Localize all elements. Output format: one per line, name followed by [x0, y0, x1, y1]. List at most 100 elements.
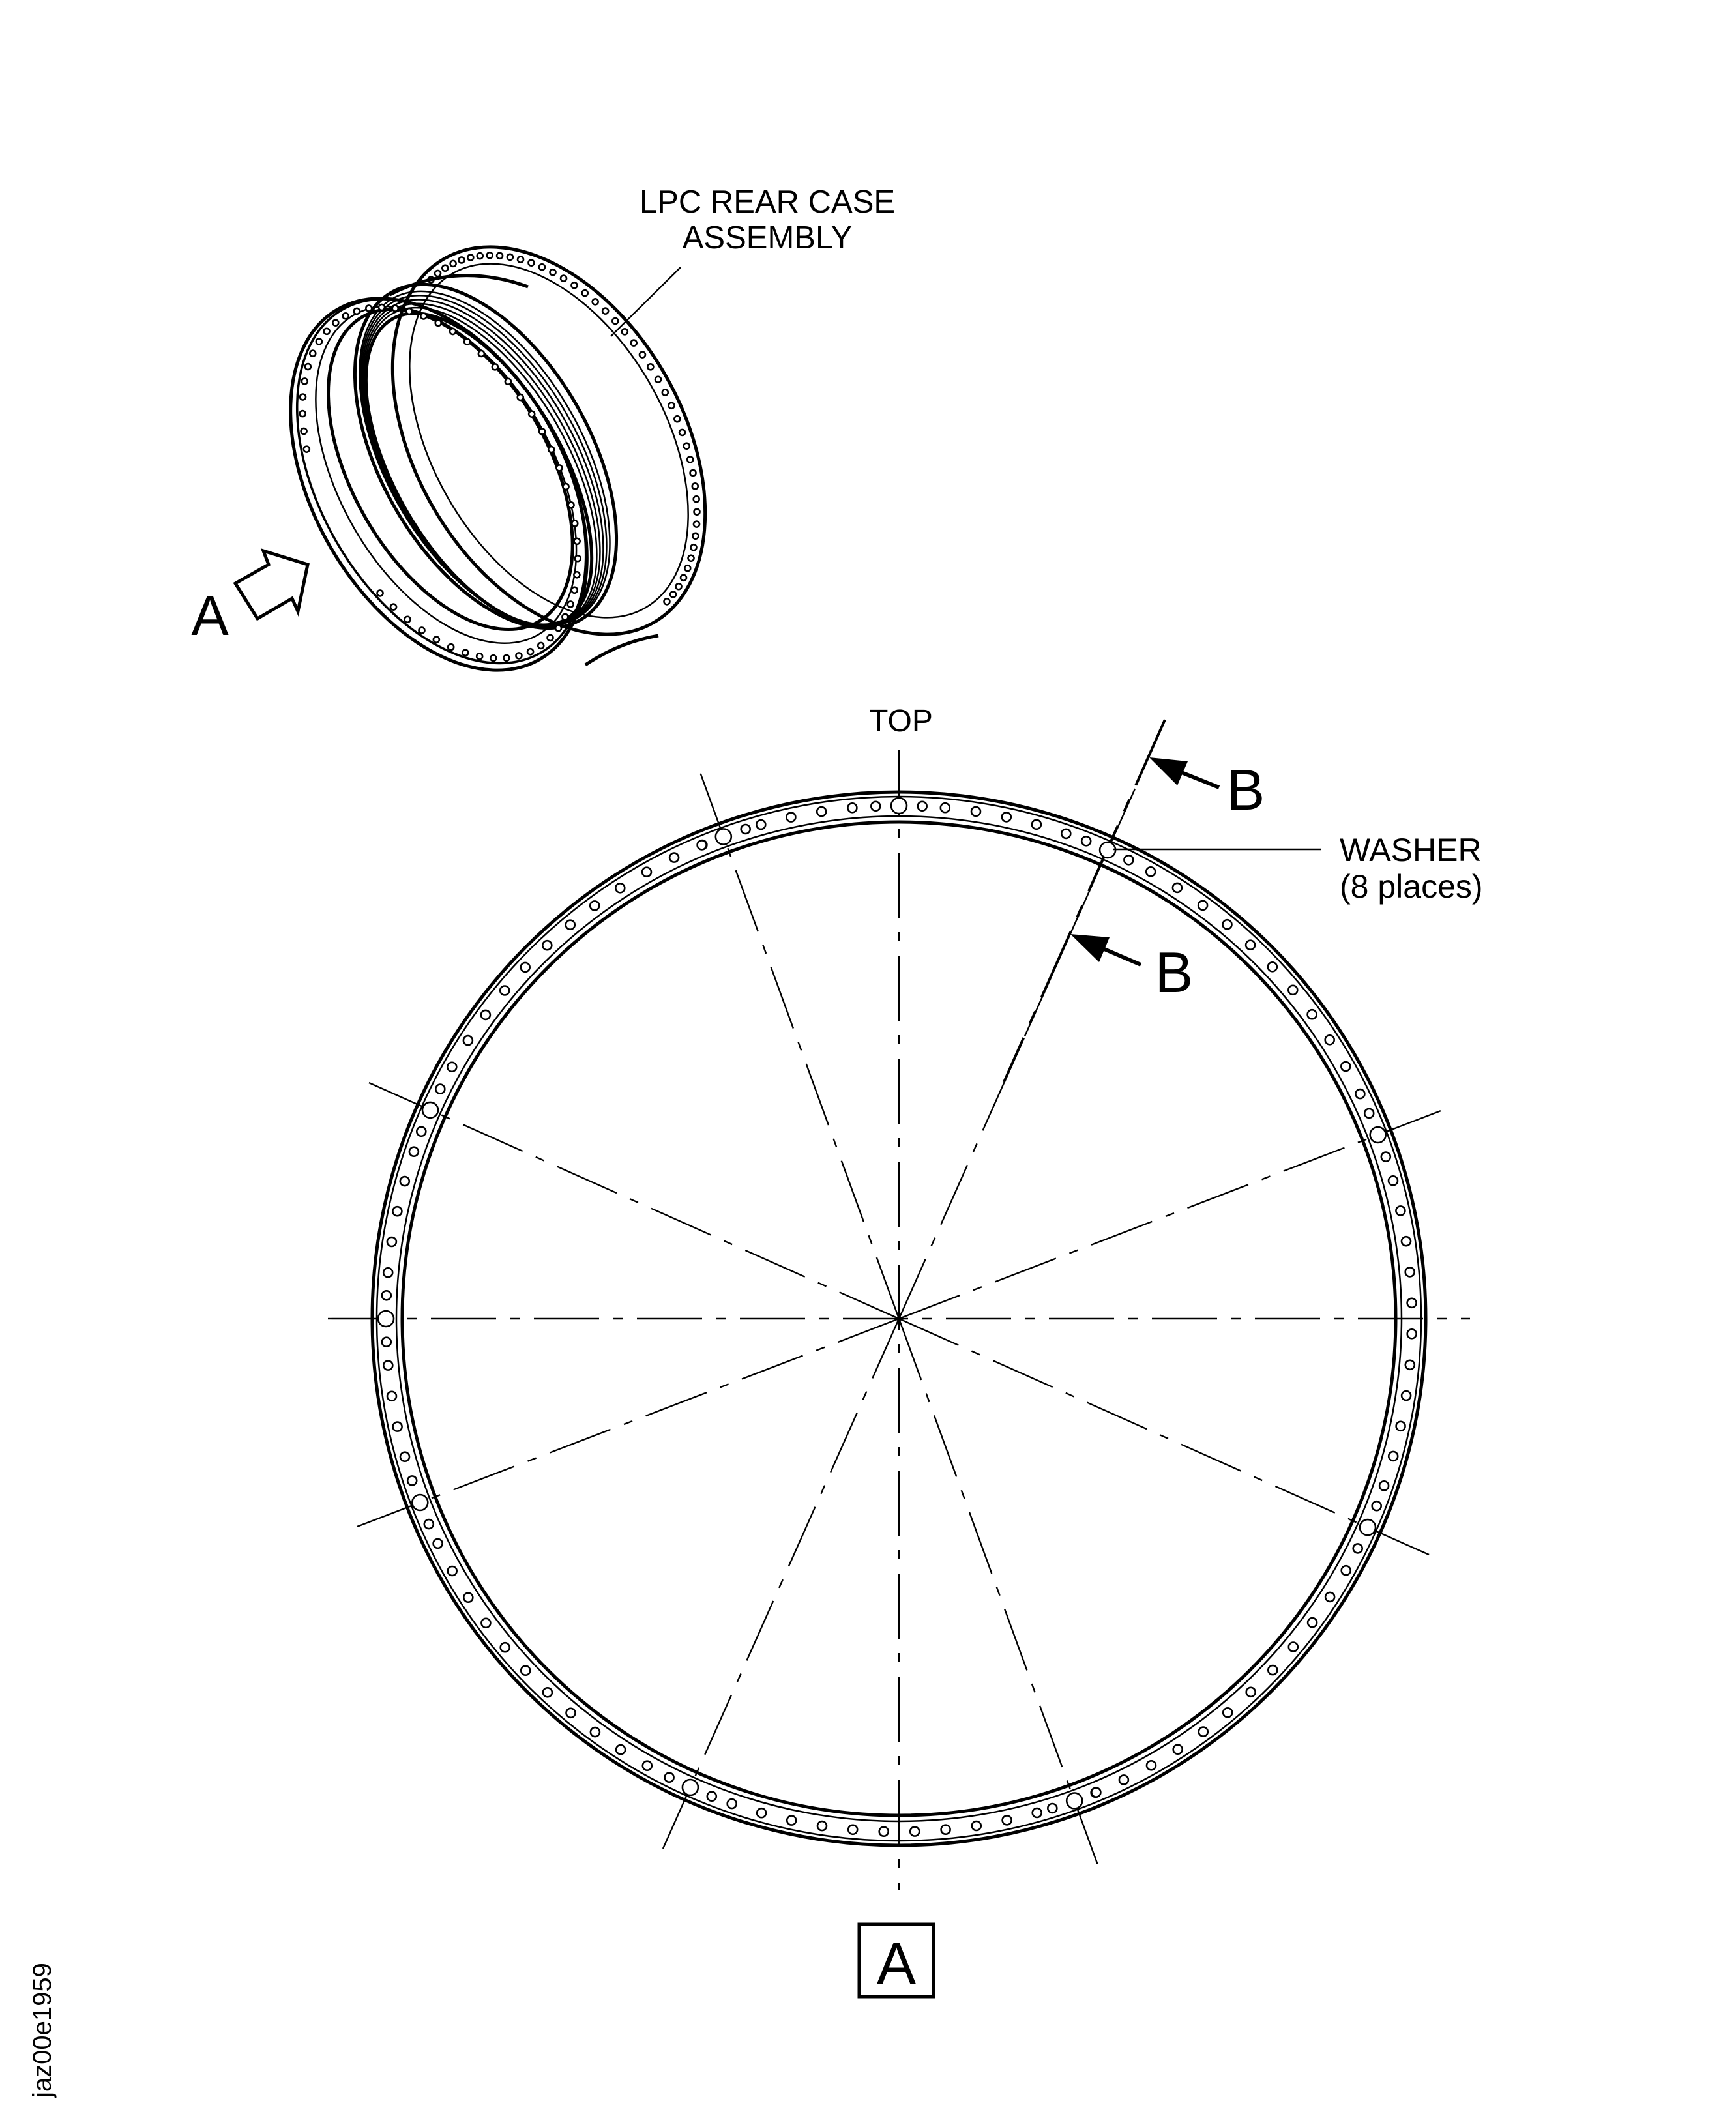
iso-bolt-hole — [526, 647, 535, 656]
bolt-hole — [1387, 1175, 1399, 1186]
radial-centerline — [362, 1079, 900, 1320]
iso-bolt-hole — [516, 393, 525, 402]
iso-bolt-hole — [669, 591, 677, 598]
iso-bolt-hole — [391, 304, 400, 312]
radial-centerline — [698, 767, 900, 1319]
iso-label-line2: ASSEMBLY — [683, 220, 853, 256]
iso-front-flange — [289, 297, 589, 672]
washer — [1369, 1126, 1387, 1144]
bolt-hole — [1047, 1802, 1058, 1814]
iso-bolt-hole — [574, 554, 582, 563]
iso-bolt-hole — [332, 319, 340, 327]
bolt-hole — [1091, 1787, 1102, 1798]
bolt-hole — [1371, 1500, 1382, 1512]
iso-bolt-hole — [693, 508, 701, 516]
bolt-hole — [499, 1641, 511, 1653]
iso-bolt-hole — [537, 641, 545, 650]
top-label: TOP — [869, 704, 933, 739]
bolt-hole — [565, 1707, 576, 1719]
bolt-hole — [1145, 866, 1156, 877]
iso-bolt-hole — [538, 263, 546, 271]
bolt-hole — [641, 1760, 653, 1771]
radial-centerline — [898, 1318, 1100, 1871]
bolt-hole — [847, 1824, 859, 1836]
bolt-hole — [1395, 1420, 1406, 1432]
iso-bolt-hole — [364, 304, 373, 312]
bolt-hole — [696, 840, 707, 851]
bolt-hole — [1306, 1008, 1317, 1020]
iso-bolt-hole — [555, 464, 563, 472]
iso-bolt-hole — [683, 564, 692, 572]
iso-bolt-hole — [547, 445, 555, 454]
bolt-hole — [878, 1826, 889, 1837]
bolt-hole — [382, 1267, 394, 1278]
bolt-hole — [434, 1083, 446, 1094]
bolt-hole — [1406, 1328, 1417, 1340]
bolt-hole — [970, 806, 982, 817]
bolt-hole — [1061, 828, 1072, 840]
iso-bolt-hole — [504, 377, 512, 386]
iso-bolt-hole — [559, 274, 568, 282]
iso-bolt-hole — [654, 375, 662, 383]
iso-bolt-hole — [566, 600, 574, 608]
washer — [421, 1101, 439, 1119]
bolt-hole — [786, 1815, 797, 1826]
bolt-hole — [1222, 918, 1233, 930]
bolt-hole — [520, 961, 531, 973]
section-label-upper: B — [1227, 757, 1265, 822]
iso-bolt-hole — [491, 363, 499, 371]
view-a-arrow-label: A — [191, 585, 229, 647]
washer — [1065, 1792, 1083, 1810]
bolt-hole — [520, 1665, 531, 1676]
bolt-hole — [1404, 1267, 1415, 1278]
bolt-hole — [1080, 836, 1092, 847]
bolt-hole — [589, 1726, 601, 1738]
radial-centerline — [898, 1317, 1435, 1559]
bolt-hole — [740, 823, 751, 835]
iso-bolt-hole — [515, 652, 523, 660]
washer — [1098, 841, 1117, 859]
bolt-hole — [1118, 1774, 1130, 1785]
bolt-hole — [1324, 1591, 1336, 1603]
bolt-hole — [480, 1009, 492, 1021]
washer — [1359, 1518, 1377, 1536]
iso-bolt-hole — [678, 428, 686, 437]
bolt-holes — [382, 802, 1417, 1837]
bolt-hole — [399, 1175, 411, 1187]
bolt-hole — [870, 800, 881, 812]
iso-bolt-hole — [679, 574, 688, 582]
bolt-hole — [1324, 1034, 1335, 1046]
bolt-hole — [381, 1336, 392, 1347]
bolt-hole — [1406, 1297, 1417, 1309]
bolt-hole — [386, 1390, 398, 1402]
iso-bolt-hole — [486, 251, 493, 259]
iso-bolt-hole — [630, 339, 638, 347]
bolt-hole — [392, 1421, 403, 1432]
bolt-hole — [392, 1205, 403, 1217]
bolt-hole — [447, 1565, 458, 1577]
iso-bolt-hole — [467, 254, 475, 261]
radial-centerline — [898, 1108, 1447, 1320]
bolt-hole — [668, 852, 680, 863]
washer — [411, 1493, 429, 1512]
bolt-hole — [1145, 1760, 1157, 1771]
iso-bolt-hole — [404, 615, 411, 624]
bolt-hole — [756, 819, 767, 830]
bolt-hole — [1400, 1390, 1412, 1401]
iso-bolt-hole — [683, 442, 690, 450]
iso-bolt-hole — [441, 264, 449, 272]
bolt-hole — [408, 1146, 420, 1157]
iso-bolt-hole — [449, 327, 457, 336]
bolt-hole — [541, 939, 553, 951]
bolt-hole — [1172, 1744, 1183, 1755]
iso-bolt-hole — [562, 482, 570, 491]
iso-bolt-hole — [447, 643, 455, 651]
iso-bolt-hole — [495, 252, 504, 260]
iso-bolt-hole — [516, 256, 525, 263]
flange-ring — [370, 790, 1428, 1847]
bolt-hole — [480, 1617, 492, 1629]
iso-inner-barrel — [353, 282, 619, 630]
bolt-hole — [1380, 1151, 1392, 1162]
locating-hole — [890, 797, 908, 815]
iso-view-lpc-rear-case: LPC REAR CASE ASSEMBLY A — [191, 184, 895, 672]
